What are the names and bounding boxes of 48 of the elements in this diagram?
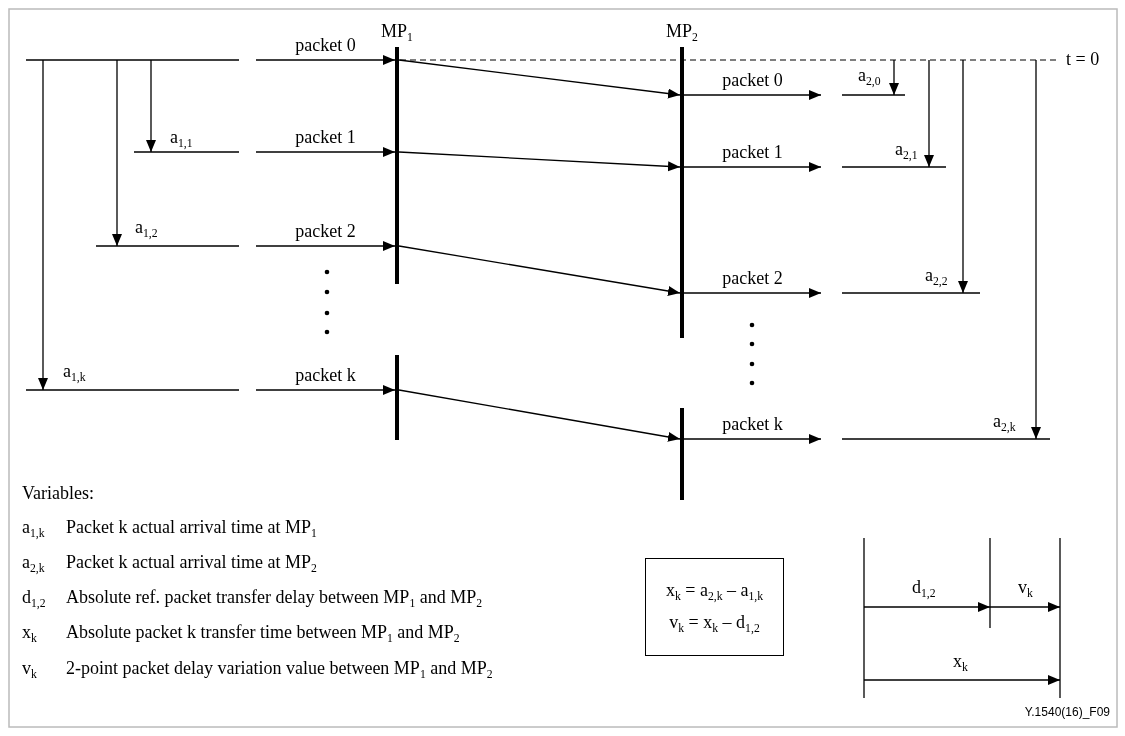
variable-symbol: d$_{1,2}$ xyxy=(22,588,46,608)
edge-label: packet k xyxy=(722,415,783,435)
edge-label: packet 2 xyxy=(295,222,356,242)
arrow xyxy=(255,241,396,251)
arrow xyxy=(683,288,822,298)
edge-label: packet 1 xyxy=(295,128,356,148)
edge-label: packet 0 xyxy=(295,36,356,56)
variable-description: Absolute ref. packet transfer delay between MP$_{1}$ and MP$_{2}$ xyxy=(66,588,483,608)
variable-symbol: a$_{2,k}$ xyxy=(22,553,45,573)
arrow xyxy=(683,90,822,100)
arrival-time-label: a$_{2,1}$ xyxy=(895,140,918,160)
variable-symbol: a$_{1,k}$ xyxy=(22,518,45,538)
variable-description: Absolute packet k transfer time between MP$_{1}$ and MP$_{2}$ xyxy=(66,623,460,643)
arrow xyxy=(398,151,681,172)
dimension-label: v$_{k}$ xyxy=(1018,578,1033,598)
measurement-point-label: MP$_{2}$ xyxy=(666,22,698,42)
arrival-time-label: a$_{2,k}$ xyxy=(993,412,1016,432)
arrival-time-label: a$_{1,k}$ xyxy=(63,362,86,382)
arrival-time-label: a$_{1,1}$ xyxy=(170,128,193,148)
variable-symbol: v$_{k}$ xyxy=(22,659,37,679)
dimension-label: d$_{1,2}$ xyxy=(912,578,936,598)
arrow xyxy=(683,162,822,172)
edge-label: packet 1 xyxy=(722,143,783,163)
edge-label: packet 0 xyxy=(722,71,783,91)
arrow xyxy=(255,147,396,157)
arrow xyxy=(255,55,396,65)
time-origin-label: t = 0 xyxy=(1066,50,1100,70)
arrow xyxy=(398,245,681,296)
variable-description: Packet k actual arrival time at MP$_{1}$ xyxy=(66,518,317,538)
arrow xyxy=(683,434,822,444)
arrow xyxy=(255,385,396,395)
figure-id: Y.1540(16)_F09 xyxy=(1024,706,1110,720)
arrival-time-label: a$_{2,2}$ xyxy=(925,266,948,286)
edge-label: packet k xyxy=(295,366,356,386)
arrow xyxy=(398,59,681,99)
variable-description: Packet k actual arrival time at MP$_{2}$ xyxy=(66,553,317,573)
arrow xyxy=(398,389,681,442)
arrival-time-label: a$_{2,0}$ xyxy=(858,66,881,86)
formula-box xyxy=(645,558,784,656)
variable-description: 2-point packet delay variation value between MP$_{1}$ and MP$_{2}$ xyxy=(66,659,493,679)
legend-heading: Variables: xyxy=(22,484,94,504)
formula: x$_{k}$ = a$_{2,k}$ – a$_{1,k}$ xyxy=(665,581,764,601)
arrival-time-label: a$_{1,2}$ xyxy=(135,218,158,238)
dimension-label: x$_{k}$ xyxy=(953,652,968,672)
edge-label: packet 2 xyxy=(722,269,783,289)
variable-symbol: x$_{k}$ xyxy=(22,623,37,643)
measurement-point-label: MP$_{1}$ xyxy=(381,22,413,42)
formula: v$_{k}$ = x$_{k}$ – d$_{1,2}$ xyxy=(669,613,760,633)
